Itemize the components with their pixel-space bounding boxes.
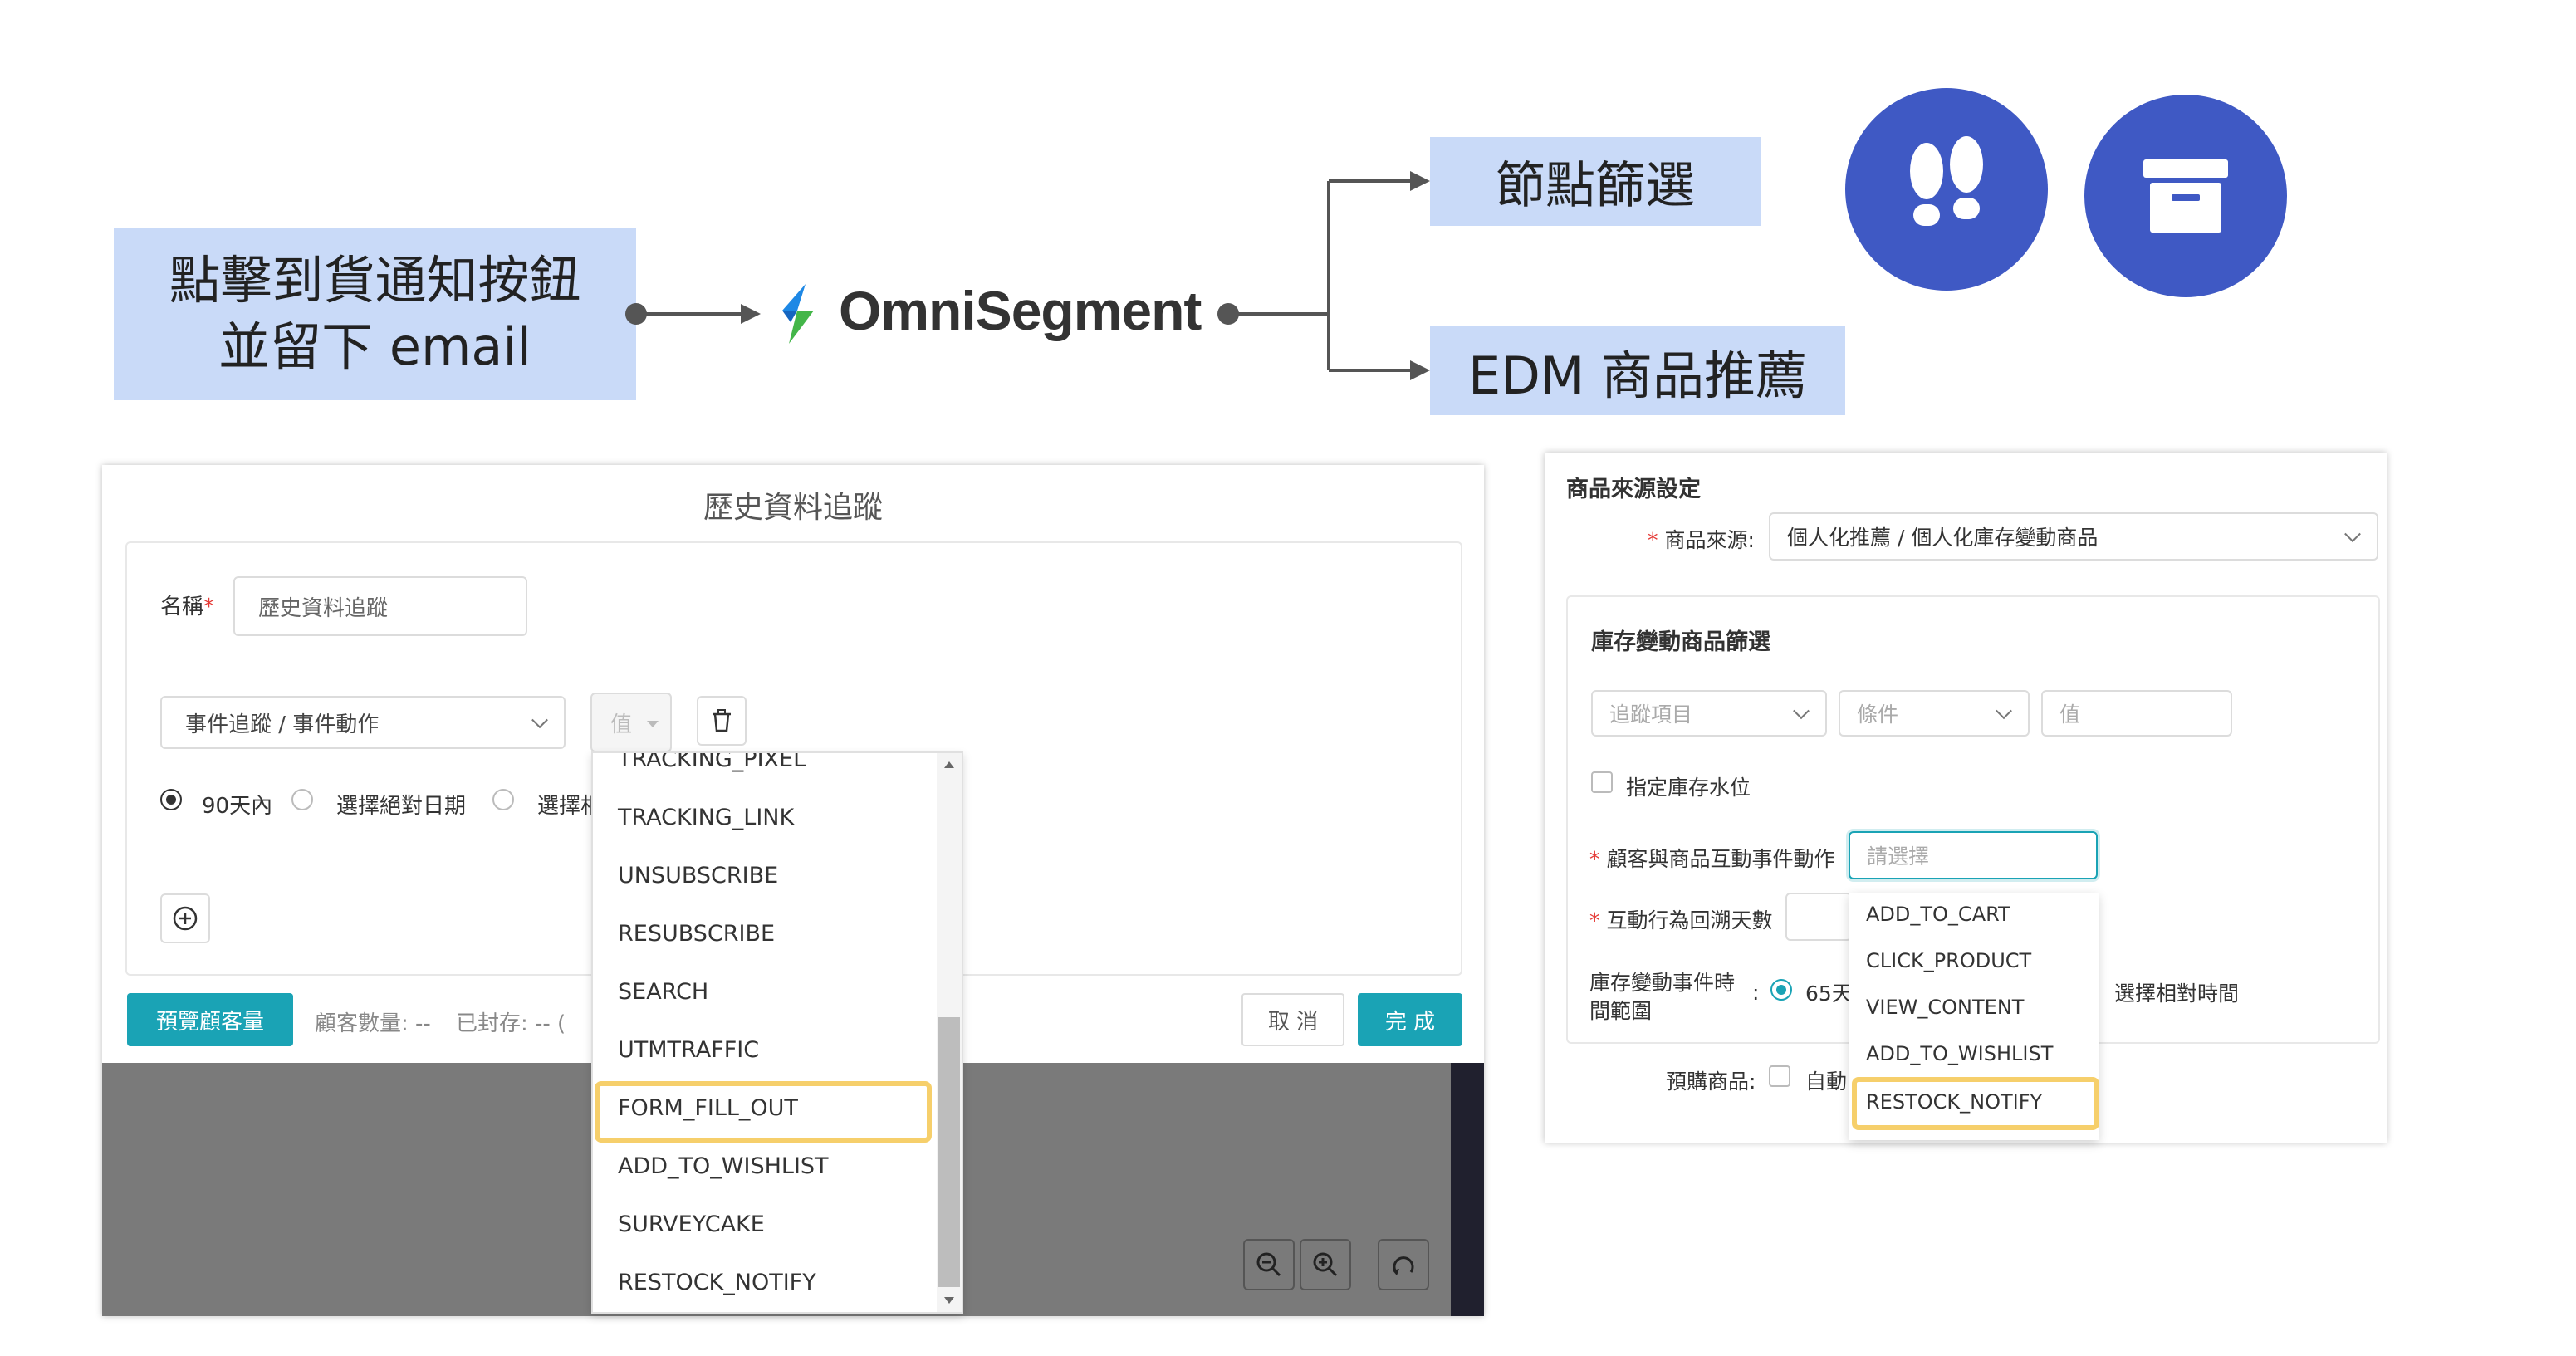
stock-level-label: 指定庫存水位 xyxy=(1626,776,1751,800)
chevron-down-icon xyxy=(531,712,548,729)
chevron-down-icon xyxy=(1793,702,1810,720)
dropdown-option[interactable]: TRACKING_LINK xyxy=(618,805,795,830)
dropdown-option-highlighted[interactable]: RESTOCK_NOTIFY xyxy=(1866,1090,2043,1114)
zoom-in-button[interactable] xyxy=(1300,1239,1351,1290)
connector-dot xyxy=(1217,303,1239,325)
highlight-form-fill-out xyxy=(595,1081,932,1143)
dialog-title: 歷史資料追蹤 xyxy=(703,491,883,525)
canvas-side-strip xyxy=(1451,1063,1484,1316)
source-label: * 商品來源: xyxy=(1648,528,1755,552)
chevron-down-icon xyxy=(2344,526,2361,543)
zoom-out-icon xyxy=(1256,1252,1281,1277)
radio-90-days-label: 90天內 xyxy=(202,794,273,819)
trigger-line-2: 並留下 email xyxy=(218,316,531,377)
range-colon: : xyxy=(1752,981,1760,1005)
dropdown-option[interactable]: VIEW_CONTENT xyxy=(1866,996,2025,1019)
footprints-icon xyxy=(1845,88,2048,291)
dropdown-option[interactable]: CLICK_PRODUCT xyxy=(1866,949,2032,972)
trigger-line-1: 點擊到貨通知按鈕 xyxy=(169,250,581,311)
product-source-settings: 商品來源設定 * 商品來源: 個人化推薦 / 個人化庫存變動商品 庫存變動商品篩… xyxy=(1545,453,2387,1143)
dropdown-option[interactable]: ADD_TO_CART xyxy=(1866,903,2010,926)
scrollbar-thumb[interactable] xyxy=(938,1017,960,1287)
interaction-select[interactable]: 請選擇 xyxy=(1849,831,2098,879)
preview-customers-button[interactable]: 預覽顧客量 xyxy=(127,993,293,1046)
range-relative-label: 選擇相對時間 xyxy=(2114,982,2240,1006)
trash-icon xyxy=(713,709,731,732)
event-select-value: 事件追蹤 / 事件動作 xyxy=(185,712,380,737)
interaction-dropdown: ADD_TO_CART CLICK_PRODUCT VIEW_CONTENT A… xyxy=(1849,893,2099,1140)
highlight-restock-notify xyxy=(1852,1077,2099,1130)
filter-title: 庫存變動商品篩選 xyxy=(1591,629,1770,655)
add-condition-button[interactable] xyxy=(160,893,210,943)
dropdown-option[interactable]: ADD_TO_WISHLIST xyxy=(618,1153,829,1179)
dropdown-option[interactable]: SURVEYCAKE xyxy=(618,1212,765,1237)
dropdown-option[interactable]: UNSUBSCRIBE xyxy=(618,863,779,888)
node-filter-box: 節點篩選 xyxy=(1430,137,1761,226)
dropdown-scrollbar[interactable] xyxy=(937,753,962,1312)
done-button[interactable]: 完 成 xyxy=(1358,993,1462,1046)
archived-count-text: 已封存: -- ( xyxy=(456,1011,566,1036)
stock-level-checkbox[interactable] xyxy=(1591,771,1613,793)
dropdown-option-highlighted[interactable]: FORM_FILL_OUT xyxy=(618,1095,798,1121)
condition-select[interactable]: 條件 xyxy=(1839,690,2030,737)
omnisegment-logo-text: OmniSegment xyxy=(839,280,1202,341)
source-select-value: 個人化推薦 / 個人化庫存變動商品 xyxy=(1787,526,2099,550)
dropdown-option[interactable]: SEARCH xyxy=(618,979,709,1005)
dropdown-option[interactable]: RESUBSCRIBE xyxy=(618,921,776,947)
name-input[interactable]: 歷史資料追蹤 xyxy=(233,576,527,636)
track-item-placeholder: 追蹤項目 xyxy=(1609,702,1693,727)
dropdown-option[interactable]: TRACKING_PIXEL xyxy=(618,751,806,772)
plus-circle-icon xyxy=(173,906,198,931)
radio-absolute-date[interactable] xyxy=(291,789,313,810)
scroll-up-icon xyxy=(944,761,954,768)
radio-90-days[interactable] xyxy=(160,789,182,810)
range-label: 庫存變動事件時 間範圍 xyxy=(1589,971,1736,1023)
event-select[interactable]: 事件追蹤 / 事件動作 xyxy=(160,696,566,749)
archive-box-icon xyxy=(2084,95,2287,297)
customer-count-text: 顧客數量: -- xyxy=(315,1011,431,1036)
dropdown-option[interactable]: ADD_TO_WISHLIST xyxy=(1866,1042,2054,1065)
source-select[interactable]: 個人化推薦 / 個人化庫存變動商品 xyxy=(1769,512,2378,561)
dropdown-option[interactable]: RESTOCK_NOTIFY xyxy=(618,1270,816,1295)
preorder-label: 預購商品: xyxy=(1666,1070,1756,1094)
chevron-down-icon xyxy=(1996,702,2012,720)
zoom-out-button[interactable] xyxy=(1243,1239,1295,1290)
refresh-icon xyxy=(1393,1256,1414,1275)
zoom-in-icon xyxy=(1313,1252,1338,1277)
value-select[interactable]: 值 xyxy=(590,693,672,752)
scroll-down-icon xyxy=(944,1297,954,1304)
radio-absolute-date-label: 選擇絕對日期 xyxy=(336,794,467,819)
interaction-label: * 顧客與商品互動事件動作 xyxy=(1589,847,1835,871)
delete-button[interactable] xyxy=(697,696,747,746)
edm-recommend-box: EDM 商品推薦 xyxy=(1430,326,1845,415)
value-input[interactable]: 值 xyxy=(2041,690,2232,737)
trigger-box: 點擊到貨通知按鈕 並留下 email xyxy=(114,228,636,400)
connector-dot xyxy=(625,303,647,325)
omnisegment-logo-icon xyxy=(782,284,814,344)
preorder-checkbox[interactable] xyxy=(1769,1065,1790,1087)
event-action-dropdown: TRACKING_PIXEL TRACKING_LINK UNSUBSCRIBE… xyxy=(591,751,963,1314)
condition-placeholder: 條件 xyxy=(1857,702,1899,727)
cancel-button[interactable]: 取 消 xyxy=(1241,993,1344,1046)
preorder-option-label: 自動 xyxy=(1805,1070,1848,1094)
edm-recommend-label: EDM 商品推薦 xyxy=(1467,345,1808,406)
section-title: 商品來源設定 xyxy=(1566,477,1701,502)
lookback-input[interactable] xyxy=(1785,893,1852,941)
node-filter-label: 節點篩選 xyxy=(1496,157,1695,215)
value-select-placeholder: 值 xyxy=(610,712,633,737)
lookback-label: * 互動行為回溯天數 xyxy=(1589,908,1773,933)
range-radio-65-days[interactable] xyxy=(1770,979,1792,1001)
track-item-select[interactable]: 追蹤項目 xyxy=(1591,690,1827,737)
reset-view-button[interactable] xyxy=(1378,1239,1429,1290)
caret-down-icon xyxy=(647,721,659,727)
radio-relative-date[interactable] xyxy=(492,789,514,810)
dropdown-option[interactable]: UTMTRAFFIC xyxy=(618,1037,760,1063)
name-label: 名稱* xyxy=(160,595,215,619)
range-radio-65-days-label: 65天 xyxy=(1805,982,1853,1006)
